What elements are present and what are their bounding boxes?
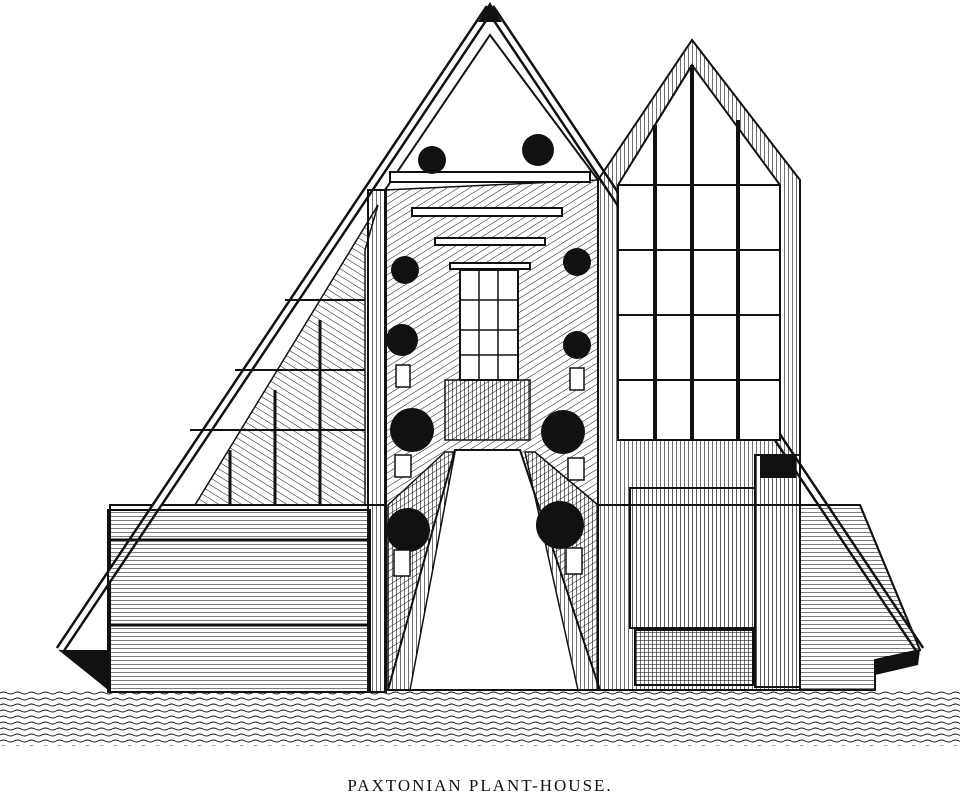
main-house-door-frame <box>367 189 387 693</box>
plant-house-engraving <box>0 2 960 746</box>
left-lower-wall <box>60 509 371 693</box>
ground <box>0 690 960 746</box>
right-lower-wall <box>799 504 922 691</box>
open-door-panel <box>597 38 801 691</box>
illustration-caption: PAXTONIAN PLANT-HOUSE. <box>347 776 613 795</box>
interior-view <box>384 134 602 691</box>
